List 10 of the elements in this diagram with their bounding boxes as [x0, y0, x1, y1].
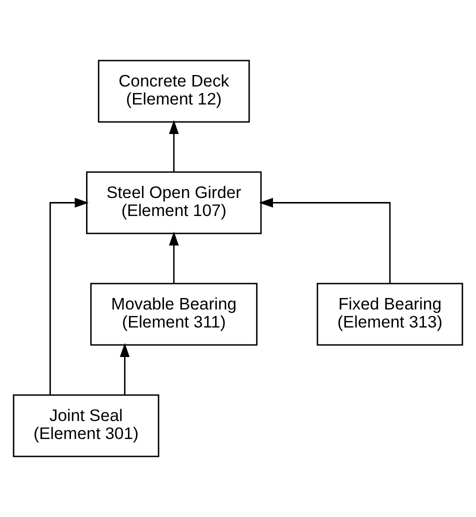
arrow	[120, 343, 130, 395]
arrow	[169, 232, 179, 284]
arrow	[259, 198, 391, 284]
node-box: Movable Bearing (Element 311)	[90, 282, 258, 346]
node-box: Joint Seal (Element 301)	[12, 394, 160, 458]
arrow	[169, 120, 179, 172]
arrow	[49, 198, 89, 395]
node-box: Steel Open Girder (Element 107)	[86, 171, 262, 234]
node-box: Fixed Bearing (Element 313)	[316, 282, 464, 346]
node-box: Concrete Deck (Element 12)	[98, 60, 250, 123]
